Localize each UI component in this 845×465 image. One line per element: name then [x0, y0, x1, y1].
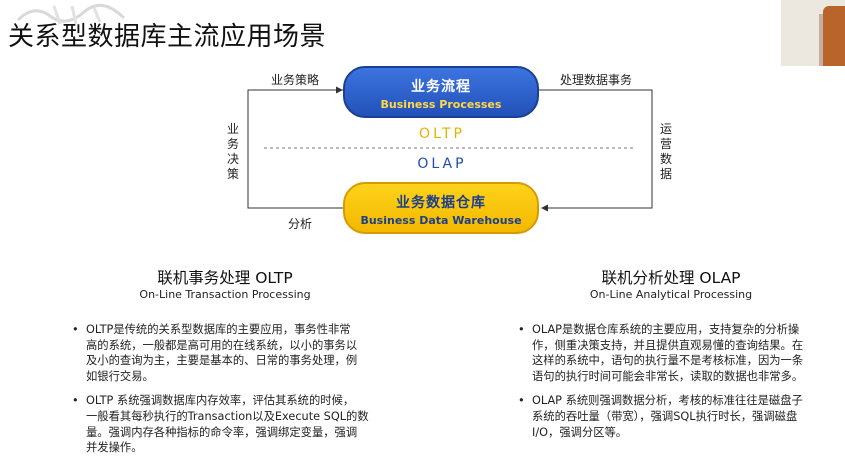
label-business-strategy: 业务策略 — [271, 73, 320, 87]
olap-label: OLAP — [417, 156, 467, 172]
connector-top-left — [247, 89, 343, 180]
bullet-line: OLAP是数据仓库系统的主要应用，支持复杂的分析操 — [532, 323, 800, 336]
label-process-transactions: 处理数据事务 — [560, 73, 633, 87]
business-data-warehouse-box: 业务数据仓库 Business Data Warehouse — [343, 182, 539, 234]
business-processes-en: Business Processes — [380, 98, 502, 111]
bullet-line: OLTP是传统的关系型数据库的主要应用，事务性非常 — [86, 323, 351, 336]
arrowhead-top-left — [336, 86, 343, 94]
connector-bottom-left — [247, 178, 343, 209]
bullet-line: 及小的查询为主，主要是基本的、日常的事务处理，例 — [86, 354, 358, 368]
bullet-line: OLTP 系统强调数据库内存效率，评估其系统的时候， — [86, 394, 355, 408]
business-data-warehouse-en: Business Data Warehouse — [360, 214, 522, 227]
bullet-line: 一般看其每秒执行的Transaction以及Execute SQL的数 — [86, 409, 369, 423]
bullet-line: 系统的吞吐量（带宽），强调SQL执行时长，强调磁盘 — [532, 409, 798, 423]
bullet-line: 量。强调内存各种指标的命令率，强调绑定变量，强调 — [86, 425, 358, 439]
presenter-webcam — [781, 0, 845, 66]
bullet-line: 作，侧重决策支持，并且提供直观易懂的查询结果。在 — [532, 338, 804, 352]
diagram-connectors — [247, 86, 653, 212]
logo-mark — [16, 3, 126, 25]
label-analysis: 分析 — [288, 217, 313, 231]
oltp-column-title: 联机事务处理 OLTP — [157, 269, 293, 287]
bullet-line: 语句的执行时间可能会非常长，读取的数据也非常多。 — [532, 369, 804, 383]
business-processes-zh: 业务流程 — [411, 79, 471, 95]
bullet-item: •OLTP 系统强调数据库内存效率，评估其系统的时候，一般看其每秒执行的Tran… — [72, 393, 386, 455]
page-title: 关系型数据库主流应用场景 — [8, 22, 327, 52]
business-data-warehouse-zh: 业务数据仓库 — [396, 195, 486, 211]
oltp-label: OLTP — [419, 126, 465, 142]
bullet-line: 如银行交易。 — [86, 369, 154, 383]
label-operational-data: 运营数据 — [659, 122, 672, 181]
label-business-decision: 业务决策 — [226, 122, 239, 181]
olap-bullet-list: •OLAP是数据仓库系统的主要应用，支持复杂的分析操作，侧重决策支持，并且提供直… — [518, 322, 832, 449]
bullet-line: 这样的系统中，语句的执行量不是考核标准，因为一条 — [532, 354, 804, 368]
olap-column-subtitle: On-Line Analytical Processing — [589, 288, 753, 301]
oltp-olap-cycle-diagram: 业务流程 Business Processes OLTP OLAP 业务数据仓库… — [0, 60, 845, 250]
oltp-bullet-list: •OLTP是传统的关系型数据库的主要应用，事务性非常高的系统，一般都是高可用的在… — [72, 322, 386, 465]
arrowhead-right-bottom — [541, 204, 548, 212]
bullet-line: 并发操作。 — [86, 441, 143, 455]
bullet-item: •OLAP是数据仓库系统的主要应用，支持复杂的分析操作，侧重决策支持，并且提供直… — [518, 322, 832, 384]
oltp-column-subtitle: On-Line Transaction Processing — [139, 288, 311, 301]
bullet-item: •OLTP是传统的关系型数据库的主要应用，事务性非常高的系统，一般都是高可用的在… — [72, 322, 386, 384]
connector-top-right — [539, 89, 653, 209]
bullet-line: I/O，强调分区等。 — [532, 425, 628, 439]
bullet-item: •OLAP 系统则强调数据分析，考核的标准往往是磁盘子系统的吞吐量（带宽），强调… — [518, 393, 832, 440]
bullet-line: 高的系统，一般都是高可用的在线系统，以小的事务以 — [86, 338, 358, 352]
olap-column-title: 联机分析处理 OLAP — [601, 269, 741, 287]
bullet-line: OLAP 系统则强调数据分析，考核的标准往往是磁盘子 — [532, 394, 803, 408]
business-processes-box: 业务流程 Business Processes — [343, 66, 539, 118]
